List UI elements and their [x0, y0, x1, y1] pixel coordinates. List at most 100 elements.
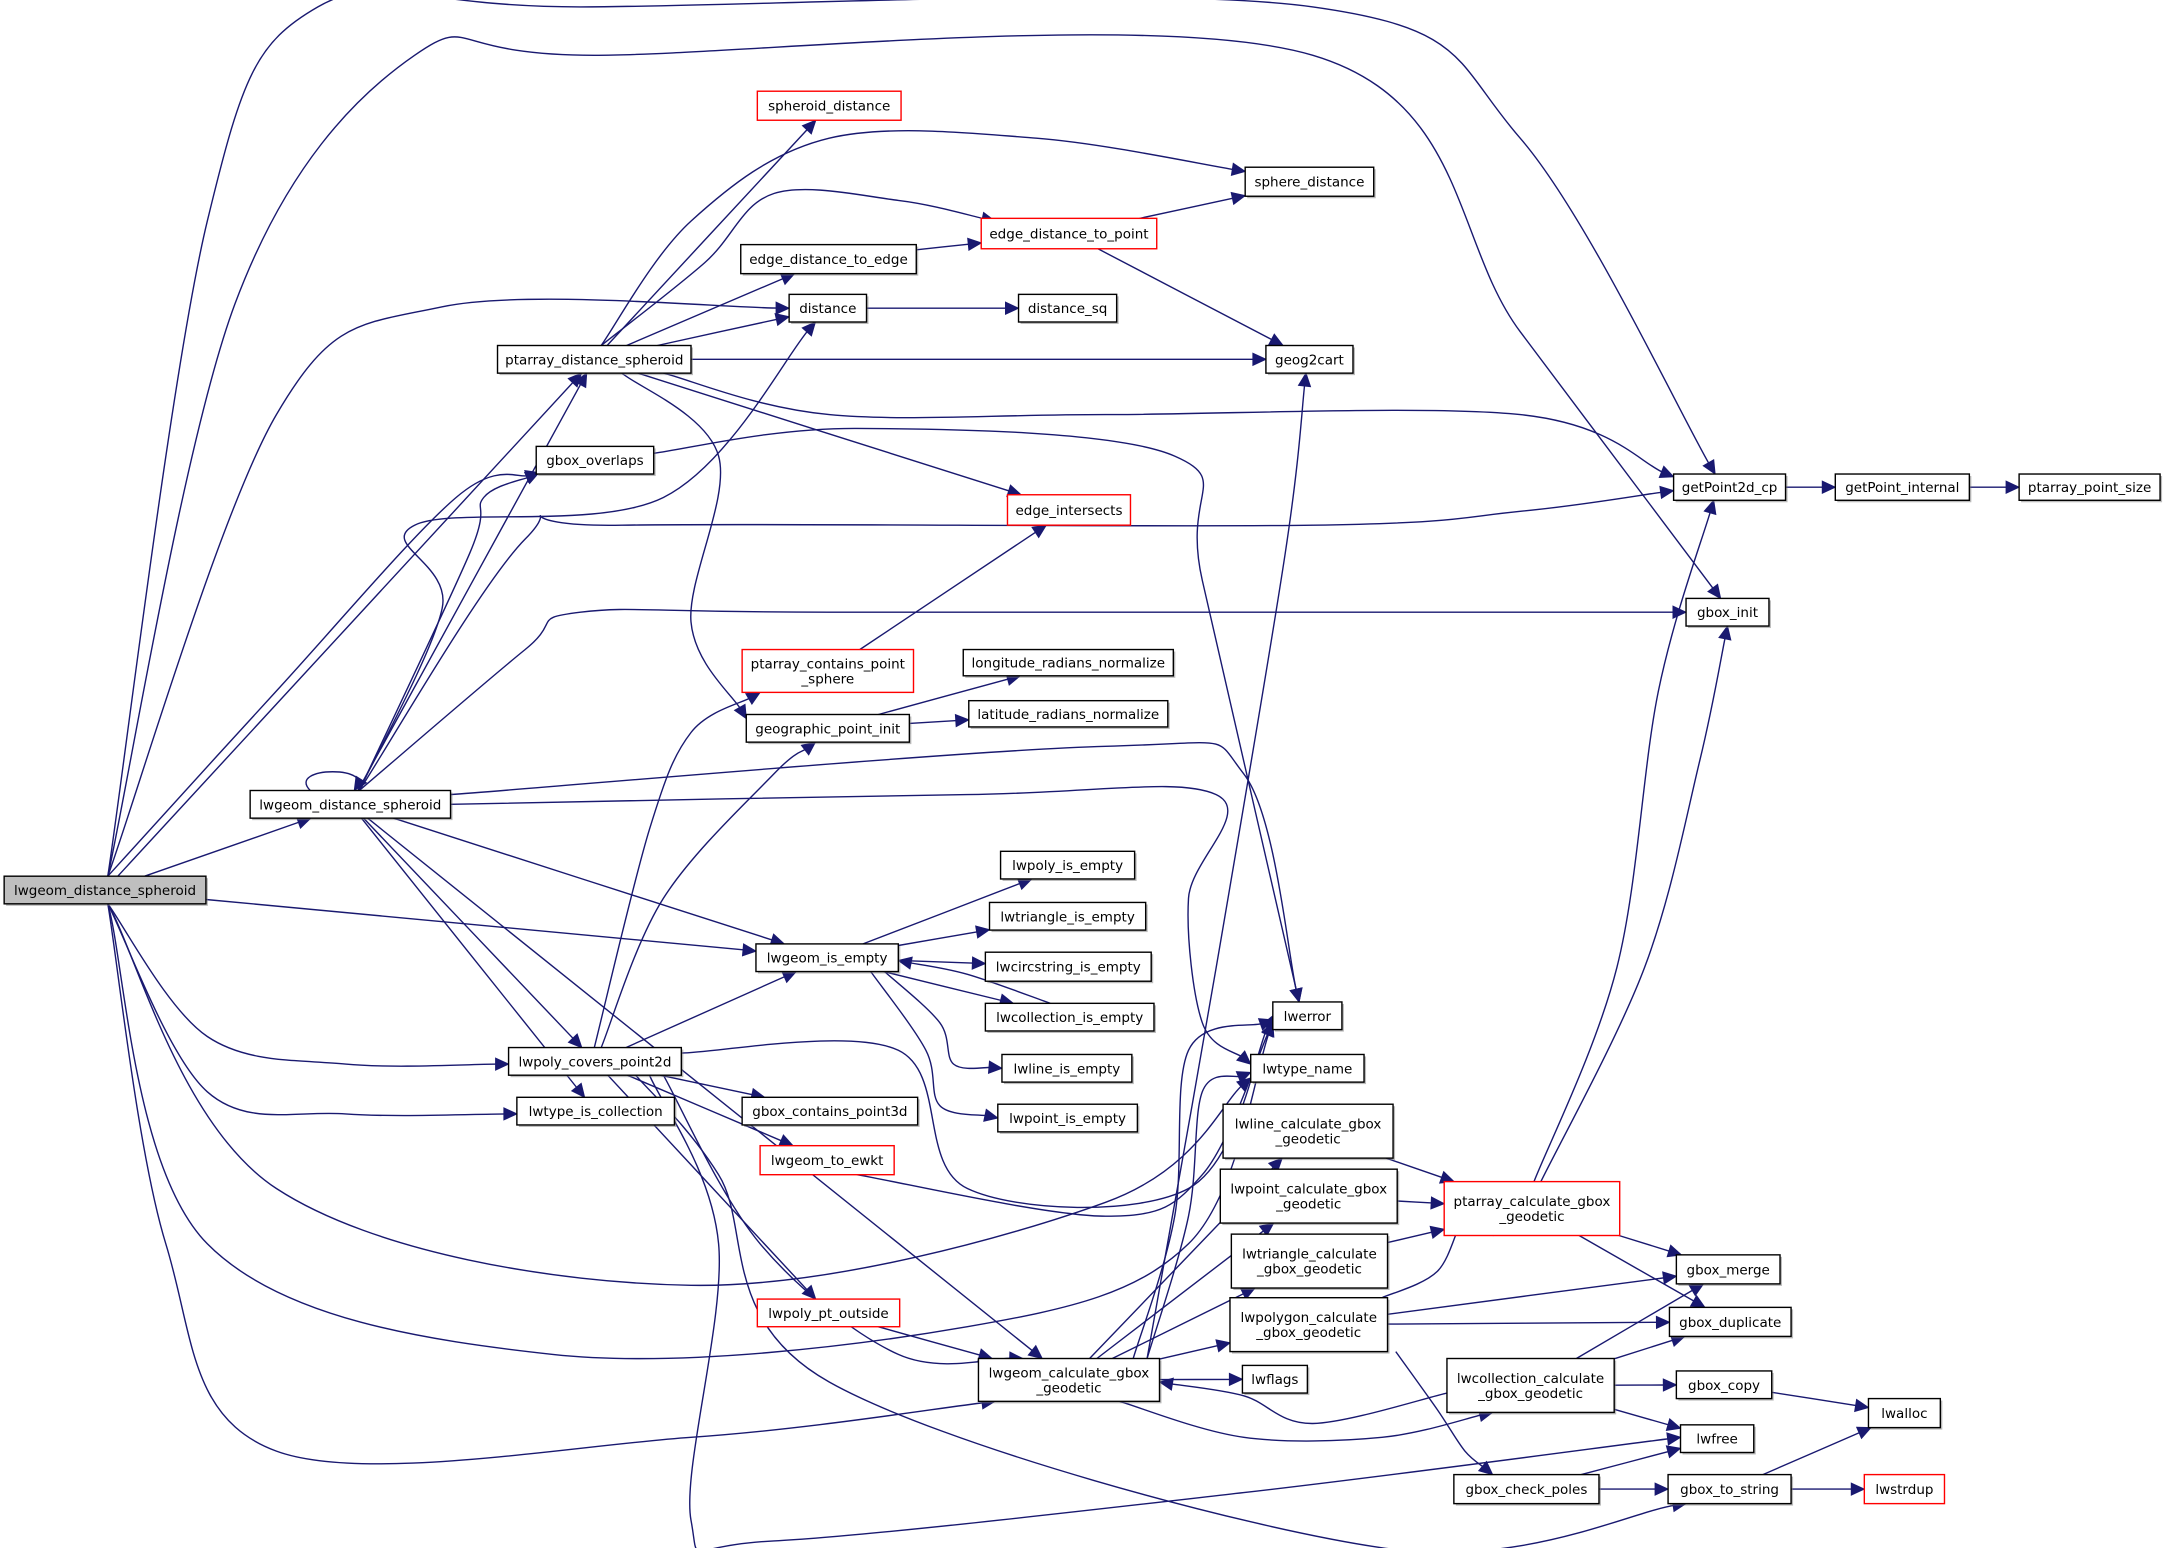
edge-lwcollection_calculate_gbox_geodetic-to-lwgeom_calculate_gbox_geodetic: [1158, 1377, 1448, 1425]
node-sphere_distance[interactable]: sphere_distance: [1244, 166, 1376, 199]
node-gbox_check_poles[interactable]: gbox_check_poles: [1453, 1473, 1601, 1506]
node-label: lwpoly_pt_outside: [768, 1306, 889, 1322]
edge-line: [593, 696, 752, 1048]
edge-lwtriangle_calculate_gbox_geodetic-to-ptarray_calculate_gbox_geodetic: [1387, 1225, 1446, 1244]
edge-arrowhead: [1855, 1426, 1873, 1440]
node-getPoint_internal[interactable]: getPoint_internal: [1834, 473, 1972, 503]
edge-edge_distance_to_point-to-geog2cart: [1097, 248, 1285, 347]
edge-root-to-lwgeom_calculate_gbox_geodetic: [107, 903, 997, 1465]
node-gbox_contains_point3d[interactable]: gbox_contains_point3d: [741, 1096, 920, 1127]
edge-arrowhead: [971, 956, 987, 970]
node-lwgeom_calculate_gbox_geodetic[interactable]: lwgeom_calculate_gbox_geodetic: [977, 1357, 1162, 1404]
node-lwalloc[interactable]: lwalloc: [1867, 1397, 1943, 1430]
edge-line: [1132, 1022, 1264, 1359]
node-lwgeom_is_empty[interactable]: lwgeom_is_empty: [755, 943, 901, 974]
node-getPoint2d_cp[interactable]: getPoint2d_cp: [1672, 473, 1788, 503]
node-lwpolygon_calculate_gbox_geodetic[interactable]: lwpolygon_calculate_gbox_geodetic: [1229, 1296, 1390, 1354]
edge-lwgeom_calculate_gbox_geodetic-to-lwflags: [1159, 1372, 1244, 1387]
node-box: [535, 445, 655, 475]
node-ptarray_calculate_gbox_geodetic[interactable]: ptarray_calculate_gbox_geodetic: [1443, 1180, 1621, 1237]
edge-line: [450, 741, 1298, 993]
node-box: [968, 699, 1169, 728]
node-label: lwline_calculate_gbox: [1235, 1117, 1382, 1133]
node-lwerror[interactable]: lwerror: [1272, 1001, 1344, 1032]
node-lwtriangle_is_empty[interactable]: lwtriangle_is_empty: [988, 901, 1148, 933]
node-edge_intersects[interactable]: edge_intersects: [1006, 494, 1132, 526]
node-lwtype_is_collection[interactable]: lwtype_is_collection: [516, 1096, 677, 1127]
node-label: latitude_radians_normalize: [977, 707, 1159, 723]
edge-arrowhead: [570, 1082, 586, 1099]
node-ptarray_point_size[interactable]: ptarray_point_size: [2018, 473, 2163, 503]
node-distance_sq[interactable]: distance_sq: [1017, 293, 1119, 325]
edge-line: [107, 0, 1711, 877]
node-lwtriangle_calculate_gbox_geodetic[interactable]: lwtriangle_calculate_gbox_geodetic: [1230, 1233, 1390, 1291]
node-edge_distance_to_edge[interactable]: edge_distance_to_edge: [740, 243, 919, 276]
edge-line: [305, 771, 360, 792]
node-lwcollection_is_empty[interactable]: lwcollection_is_empty: [984, 1002, 1156, 1033]
edge-arrowhead: [801, 321, 817, 337]
node-lwfree[interactable]: lwfree: [1679, 1424, 1756, 1455]
node-box: [745, 713, 911, 743]
edge-line: [1146, 383, 1306, 1359]
node-lwcircstring_is_empty[interactable]: lwcircstring_is_empty: [984, 951, 1154, 984]
edge-ptarray_distance_spheroid-to-getPoint2d_cp: [663, 372, 1675, 479]
node-lwpoly_pt_outside[interactable]: lwpoly_pt_outside: [756, 1298, 901, 1328]
node-gbox_merge[interactable]: gbox_merge: [1675, 1254, 1783, 1286]
node-lwtype_name[interactable]: lwtype_name: [1250, 1053, 1367, 1085]
node-geographic_point_init[interactable]: geographic_point_init: [745, 713, 912, 745]
edge-distance-to-distance_sq: [866, 301, 1020, 315]
node-spheroid_distance[interactable]: spheroid_distance: [756, 90, 902, 121]
node-box: [1265, 344, 1354, 374]
node-lwline_calculate_gbox_geodetic[interactable]: lwline_calculate_gbox_geodetic: [1222, 1103, 1396, 1161]
node-gbox_duplicate[interactable]: gbox_duplicate: [1668, 1306, 1794, 1339]
node-lwpoint_is_empty[interactable]: lwpoint_is_empty: [997, 1103, 1140, 1134]
node-box: [496, 344, 692, 374]
node-gbox_to_string[interactable]: gbox_to_string: [1667, 1473, 1794, 1506]
node-lwcollection_calculate_gbox_geodetic[interactable]: lwcollection_calculate_gbox_geodetic: [1446, 1357, 1617, 1415]
node-lwpoint_calculate_gbox_geodetic[interactable]: lwpoint_calculate_gbox_geodetic: [1219, 1168, 1400, 1226]
node-lwline_is_empty[interactable]: lwline_is_empty: [1001, 1053, 1134, 1085]
edge-ptarray_distance_spheroid-to-geog2cart: [691, 352, 1268, 367]
node-label: _geodetic: [1498, 1209, 1564, 1225]
node-box: [1001, 1053, 1133, 1083]
node-lwpoly_covers_point2d[interactable]: lwpoly_covers_point2d: [507, 1046, 684, 1078]
edge-line: [357, 381, 583, 791]
node-label: geog2cart: [1275, 352, 1344, 368]
edge-line: [107, 903, 507, 1117]
edge-line: [393, 817, 775, 942]
node-lwflags[interactable]: lwflags: [1241, 1364, 1310, 1396]
node-label: ptarray_calculate_gbox: [1454, 1194, 1611, 1210]
node-edge_distance_to_point[interactable]: edge_distance_to_point: [980, 217, 1158, 250]
node-lwstrdup[interactable]: lwstrdup: [1863, 1473, 1946, 1505]
edge-line: [144, 820, 302, 877]
node-box: [741, 648, 915, 694]
node-label: lwstrdup: [1875, 1482, 1933, 1498]
node-lwgeom_to_ewkt[interactable]: lwgeom_to_ewkt: [759, 1144, 895, 1176]
edge-lwcollection_calculate_gbox_geodetic-to-lwfree: [1614, 1408, 1682, 1432]
edge-gbox_to_string-to-lwalloc: [1762, 1426, 1873, 1476]
node-box: [1443, 1180, 1621, 1237]
node-label: lwline_is_empty: [1014, 1061, 1121, 1077]
node-box: [756, 90, 902, 121]
edge-line: [625, 974, 788, 1049]
edge-lwgeom_distance_spheroid-to-lwgeom_calculate_gbox_geodetic: [367, 817, 1044, 1360]
node-box: [741, 1096, 919, 1126]
edge-lwgeom_is_empty-to-lwline_is_empty: [884, 970, 1004, 1074]
edge-arrowhead: [523, 471, 541, 485]
node-distance[interactable]: distance: [788, 293, 869, 325]
edge-line: [1762, 1430, 1863, 1476]
node-longitude_radians_normalize[interactable]: longitude_radians_normalize: [962, 648, 1176, 678]
edge-arrowhead: [1252, 352, 1268, 367]
node-gbox_init[interactable]: gbox_init: [1685, 597, 1771, 629]
edge-arrowhead: [1703, 499, 1717, 516]
node-lwpoly_is_empty[interactable]: lwpoly_is_empty: [999, 850, 1137, 881]
node-geog2cart[interactable]: geog2cart: [1265, 344, 1355, 376]
node-ptarray_contains_point_sphere[interactable]: ptarray_contains_point_sphere: [741, 648, 915, 694]
node-gbox_overlaps[interactable]: gbox_overlaps: [535, 445, 656, 477]
node-gbox_copy[interactable]: gbox_copy: [1675, 1370, 1774, 1401]
node-ptarray_distance_spheroid[interactable]: ptarray_distance_spheroid: [496, 344, 693, 376]
node-latitude_radians_normalize[interactable]: latitude_radians_normalize: [968, 699, 1170, 729]
edge-line: [856, 1031, 1270, 1217]
node-lwgeom_distance_spheroid[interactable]: lwgeom_distance_spheroid: [249, 789, 453, 821]
node-box: [516, 1096, 676, 1126]
